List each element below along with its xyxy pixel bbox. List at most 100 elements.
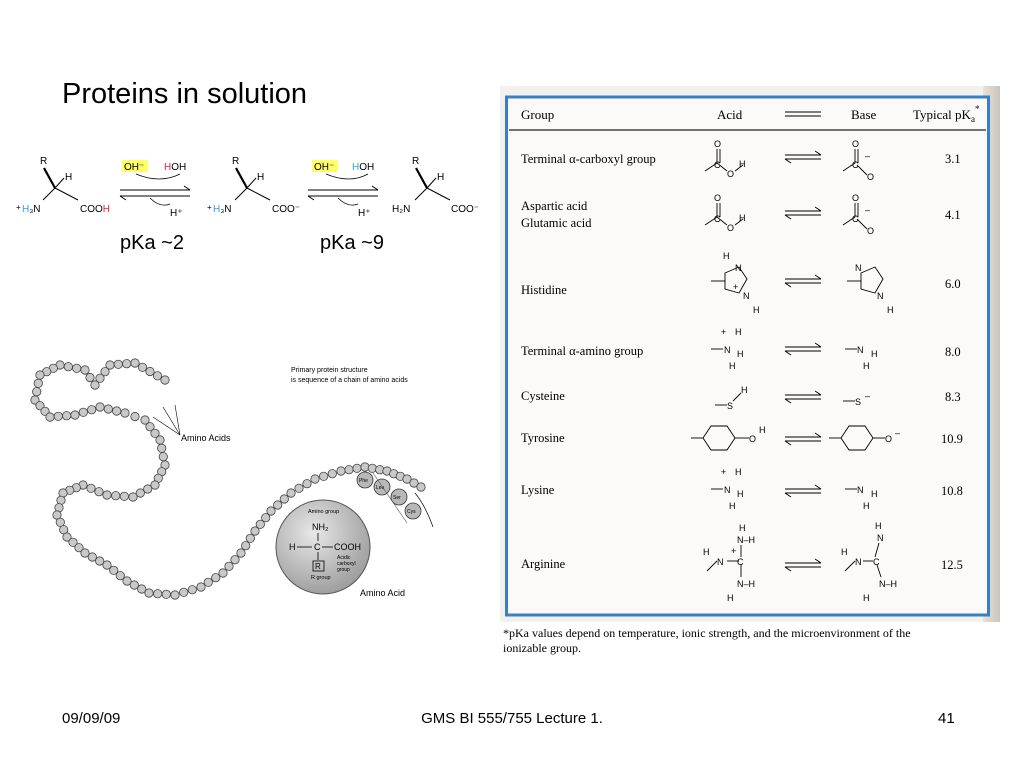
amino-acid-bead bbox=[35, 370, 45, 380]
hydroxide-highlight bbox=[122, 160, 148, 172]
svg-text:H: H bbox=[863, 361, 870, 371]
svg-text:N: N bbox=[724, 485, 731, 495]
amino-acid-bead bbox=[135, 488, 145, 498]
step-1-arrows: OH⁻ HOH H⁺ bbox=[119, 160, 191, 219]
svg-text:H₂N: H₂N bbox=[392, 204, 410, 215]
svg-text:H: H bbox=[741, 385, 748, 395]
amino-acid-bead bbox=[261, 513, 271, 523]
svg-text:N: N bbox=[855, 263, 862, 273]
svg-text:3.1: 3.1 bbox=[945, 152, 961, 166]
amino-acid-bead bbox=[250, 526, 260, 536]
hydroxide-label: OH⁻ bbox=[124, 162, 144, 173]
amino-acid-bead bbox=[55, 517, 65, 527]
svg-text:N–H: N–H bbox=[879, 579, 897, 589]
svg-text:–: – bbox=[865, 151, 870, 161]
equilibrium-arrow-head bbox=[814, 432, 822, 438]
amino-acid-bead bbox=[155, 435, 165, 445]
carboxyl-acid-1 bbox=[704, 149, 744, 172]
svg-text:H: H bbox=[257, 172, 264, 183]
svg-text:H: H bbox=[863, 593, 870, 603]
svg-text:O: O bbox=[727, 169, 734, 179]
svg-text:R group: R group bbox=[311, 575, 331, 581]
svg-text:O: O bbox=[867, 226, 874, 236]
amino-acid-bead bbox=[224, 561, 234, 571]
svg-text:H⁺: H⁺ bbox=[358, 208, 371, 219]
svg-text:C: C bbox=[737, 557, 744, 567]
equilibrium-arrow-head bbox=[784, 214, 792, 220]
svg-text:N: N bbox=[877, 291, 884, 301]
svg-text:–: – bbox=[865, 391, 870, 401]
svg-text:S: S bbox=[727, 401, 733, 411]
species-fully-protonated: R H + H₃N COOH bbox=[16, 156, 110, 215]
amino-acid-bead bbox=[160, 375, 170, 385]
amino-acids-label: Amino Acids bbox=[181, 433, 231, 443]
h-label: H bbox=[65, 172, 72, 183]
amino-acid-bead bbox=[230, 555, 240, 565]
svg-text:H: H bbox=[737, 349, 744, 359]
amino-acid-bead bbox=[86, 483, 96, 493]
amino-acid-bead bbox=[95, 373, 105, 383]
svg-text:H: H bbox=[759, 425, 766, 435]
amino-acid-bead bbox=[122, 359, 132, 369]
header-group: Group bbox=[521, 107, 554, 122]
svg-text:Phe: Phe bbox=[359, 478, 368, 484]
amino-acid-bead bbox=[352, 463, 362, 473]
svg-text:N–H: N–H bbox=[737, 535, 755, 545]
group-cysteine: Cysteine bbox=[521, 389, 565, 403]
svg-text:O: O bbox=[852, 193, 859, 203]
svg-text:N: N bbox=[877, 533, 884, 543]
svg-text:6.0: 6.0 bbox=[945, 277, 961, 291]
svg-text:O: O bbox=[867, 172, 874, 182]
equilibrium-arrow-head bbox=[814, 150, 822, 156]
equilibrium-arrow-head bbox=[784, 492, 792, 498]
structures bbox=[691, 149, 885, 578]
charge-plus: + bbox=[16, 203, 21, 212]
equilibrium-arrow-head bbox=[784, 350, 792, 356]
svg-text:H: H bbox=[887, 305, 894, 315]
equilibrium-arrow-head bbox=[814, 558, 822, 564]
amino-acid-bead bbox=[286, 488, 296, 498]
diagram-caption-line2: is sequence of a chain of amino acids bbox=[291, 377, 408, 384]
amino-acid-bead bbox=[33, 378, 43, 388]
svg-text:H: H bbox=[871, 489, 878, 499]
amino-acid-bead bbox=[336, 466, 346, 476]
amino-acid-bead bbox=[211, 573, 221, 583]
svg-text:N: N bbox=[724, 345, 731, 355]
species-zwitterion: R H + H₃N COO⁻ bbox=[207, 156, 300, 215]
svg-text:H: H bbox=[863, 501, 870, 511]
svg-text:N–H: N–H bbox=[737, 579, 755, 589]
amino-acid-bead bbox=[302, 479, 312, 489]
amino-acid-bead bbox=[30, 395, 40, 405]
amino-acid-bead bbox=[70, 410, 80, 420]
amino-acid-bead bbox=[62, 532, 72, 542]
svg-text:8.3: 8.3 bbox=[945, 390, 961, 404]
amino-acid-bead bbox=[179, 587, 189, 597]
amino-acid-bead bbox=[310, 474, 320, 484]
svg-text:COO⁻: COO⁻ bbox=[451, 204, 479, 215]
svg-text:H: H bbox=[723, 251, 730, 261]
svg-text:+: + bbox=[733, 282, 738, 292]
amino-acid-bead bbox=[85, 372, 95, 383]
amino-acid-bead bbox=[115, 571, 125, 581]
amino-acid-bead bbox=[140, 415, 150, 425]
svg-text:C: C bbox=[714, 160, 721, 170]
amino-acid-bead bbox=[152, 371, 163, 381]
amino-acid-bead bbox=[157, 443, 167, 453]
amino-acid-bead bbox=[158, 452, 168, 462]
group-terminal-amino: Terminal α-amino group bbox=[521, 344, 643, 358]
svg-text:O: O bbox=[714, 139, 721, 149]
group-histidine: Histidine bbox=[521, 283, 567, 297]
group-terminal-carboxyl: Terminal α-carboxyl group bbox=[521, 152, 656, 166]
svg-text:4.1: 4.1 bbox=[945, 208, 961, 222]
amino-acid-bead bbox=[367, 463, 377, 473]
svg-text:H: H bbox=[437, 172, 444, 183]
amino-acid-bead bbox=[255, 519, 265, 529]
amino-acid-bead bbox=[203, 577, 213, 587]
amino-acid-bead bbox=[294, 483, 304, 493]
amino-acid-bead bbox=[266, 506, 276, 516]
amino-acid-bead bbox=[218, 568, 228, 578]
equilibrium-arrows bbox=[784, 150, 822, 572]
equilibrium-arrow-head bbox=[814, 206, 822, 212]
footnote-line1: *pKa values depend on temperature, ionic… bbox=[503, 626, 911, 640]
svg-text:H: H bbox=[729, 501, 736, 511]
